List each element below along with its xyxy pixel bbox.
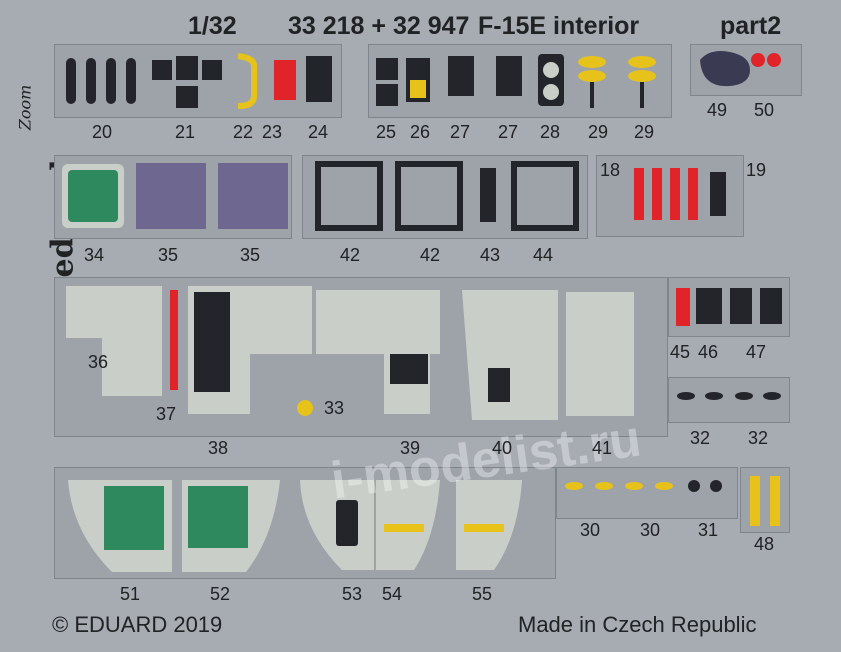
set-title: F-15E interior: [478, 12, 640, 40]
part-number-label: 28: [540, 122, 561, 142]
part-39: [316, 290, 440, 414]
scale-label: 1/32: [188, 12, 237, 40]
part-50: [751, 53, 781, 67]
part-35b: [218, 163, 288, 229]
part-40: [462, 290, 558, 420]
part-27a: [448, 56, 474, 96]
part-number-label: 25: [376, 122, 397, 142]
part-number-label: 33: [324, 398, 345, 418]
part-number-label: 24: [308, 122, 329, 142]
part-36: [66, 286, 162, 396]
part-30: [565, 482, 673, 490]
part-22: [237, 53, 257, 109]
part-number-label: 42: [420, 245, 441, 265]
part-number-label: 44: [533, 245, 554, 265]
part-number-label: 34: [84, 245, 105, 265]
part-21: [152, 56, 222, 108]
part-29b: [628, 56, 656, 108]
part-number-label: 51: [120, 584, 141, 604]
part-number-label: 31: [698, 520, 719, 540]
part-37: [170, 290, 178, 390]
part-number-label: 32: [748, 428, 769, 448]
part-49: [700, 51, 750, 87]
part-47a: [730, 288, 752, 324]
part-45: [676, 288, 690, 326]
fret-48: [740, 467, 790, 533]
part-number-label: 52: [210, 584, 231, 604]
part-24: [306, 56, 332, 102]
part-number-label: 41: [592, 438, 613, 458]
part-44: [511, 161, 579, 231]
part-number-label: 26: [410, 122, 431, 142]
part-46: [696, 288, 722, 324]
fret-30-31: [556, 467, 738, 519]
part-number-label: 35: [158, 245, 179, 265]
part-number-label: 27: [450, 122, 471, 142]
part-number-label: 50: [754, 100, 775, 120]
part-number-label: 42: [340, 245, 361, 265]
part-number-label: 39: [400, 438, 421, 458]
part-number-label: 49: [707, 100, 728, 120]
part-number-label: 36: [88, 352, 109, 372]
part-number-label: 45: [670, 342, 691, 362]
part-number-label: 22: [233, 122, 254, 142]
copyright: © EDUARD 2019: [52, 612, 223, 637]
part-number-label: 23: [262, 122, 283, 142]
part-number-label: 19: [746, 160, 767, 180]
part-number-label: 48: [754, 534, 775, 554]
part-number-label: 20: [92, 122, 113, 142]
part-19: [710, 172, 726, 216]
part-number-label: 32: [690, 428, 711, 448]
part-25: [376, 58, 398, 106]
part-label: part2: [720, 12, 782, 40]
part-35a: [136, 163, 206, 229]
part-31: [688, 480, 722, 492]
part-47b: [760, 288, 782, 324]
fret-32: [668, 377, 790, 423]
part-42a: [315, 161, 383, 231]
part-number-label: 30: [580, 520, 601, 540]
part-number-label: 43: [480, 245, 501, 265]
part-number-label: 21: [175, 122, 196, 142]
part-23: [274, 60, 296, 100]
part-43: [480, 168, 496, 222]
origin-label: Made in Czech Republic: [518, 612, 757, 637]
part-20: [66, 58, 136, 104]
part-18: [634, 168, 698, 220]
part-number-label: 38: [208, 438, 229, 458]
part-number-label: 18: [600, 160, 621, 180]
part-number-label: 29: [634, 122, 655, 142]
set-code: 33 218 + 32 947: [288, 12, 470, 40]
part-27b: [496, 56, 522, 96]
part-number-label: 46: [698, 342, 719, 362]
part-number-label: 40: [492, 438, 513, 458]
part-number-label: 47: [746, 342, 767, 362]
part-number-label: 54: [382, 584, 403, 604]
part-41: [566, 292, 634, 416]
part-number-label: 55: [472, 584, 493, 604]
part-32: [677, 392, 781, 400]
part-48: [750, 476, 780, 526]
part-33: [297, 400, 313, 416]
part-number-label: 53: [342, 584, 363, 604]
part-number-label: 29: [588, 122, 609, 142]
part-number-label: 27: [498, 122, 519, 142]
part-number-label: 37: [156, 404, 177, 424]
part-42b: [395, 161, 463, 231]
part-29a: [578, 56, 606, 108]
part-number-label: 35: [240, 245, 261, 265]
part-number-label: 30: [640, 520, 661, 540]
